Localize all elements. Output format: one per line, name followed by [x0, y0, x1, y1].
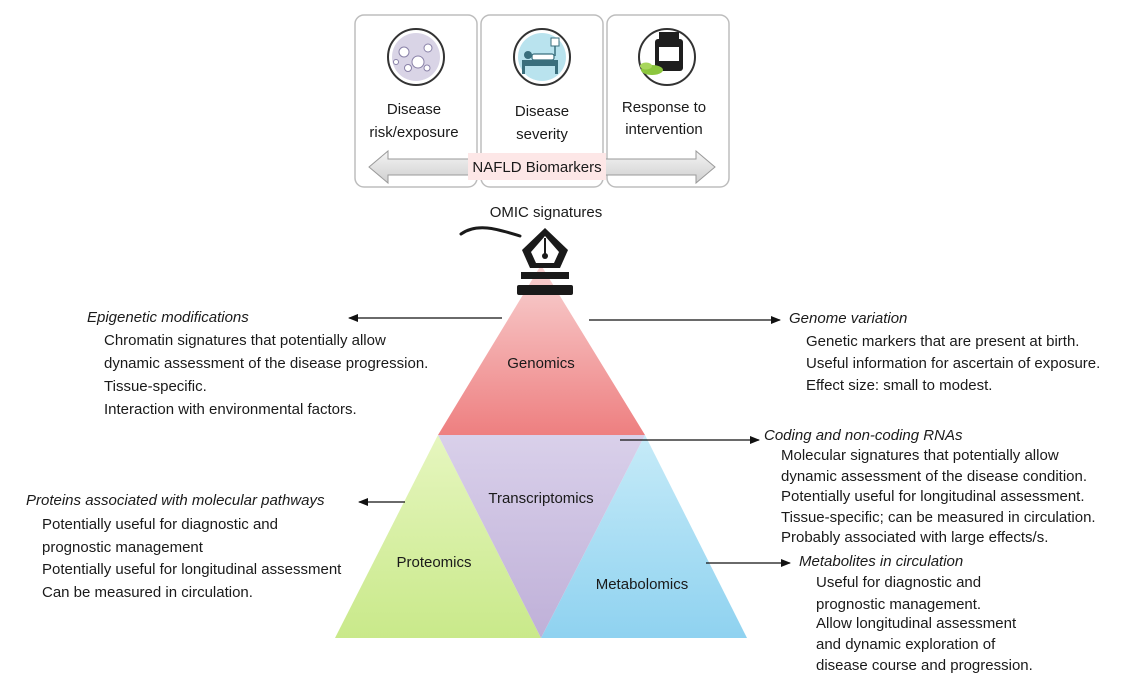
rna-line: dynamic assessment of the disease condit… — [781, 468, 1087, 485]
proteomics-triangle — [335, 435, 541, 638]
card-disease-risk: Disease risk/exposure — [354, 14, 478, 188]
card-risk-line2: risk/exposure — [369, 124, 458, 141]
epigenetic-line: Tissue-specific. — [104, 378, 207, 395]
proteins-line: Can be measured in circulation. — [42, 584, 253, 601]
transcriptomics-label: Transcriptomics — [488, 490, 593, 507]
metabolomics-triangle — [541, 435, 747, 638]
genome-annotation: Genome variation Genetic markers that ar… — [789, 310, 1100, 394]
genomics-label: Genomics — [507, 355, 575, 372]
proteins-annotation: Proteins associated with molecular pathw… — [26, 492, 342, 601]
genomics-triangle — [438, 265, 645, 435]
nafld-banner: NAFLD Biomarkers — [468, 153, 606, 180]
epigenetic-heading: Epigenetic modifications — [87, 309, 249, 326]
banner-label: NAFLD Biomarkers — [472, 159, 601, 176]
proteins-line: Potentially useful for longitudinal asse… — [42, 561, 342, 578]
card-severity-line1: Disease — [515, 103, 569, 120]
genome-line: Genetic markers that are present at birt… — [806, 333, 1079, 350]
card-response-line1: Response to — [622, 99, 706, 116]
epigenetic-line: Chromatin signatures that potentially al… — [104, 332, 386, 349]
medication-icon — [638, 28, 696, 86]
liver-cells-icon — [387, 28, 445, 86]
rna-line: Potentially useful for longitudinal asse… — [781, 488, 1085, 505]
omic-signatures-label: OMIC signatures — [490, 204, 603, 221]
metabolites-line: disease course and progression. — [816, 657, 1033, 674]
card-response-intervention: Response to intervention — [606, 14, 730, 188]
card-response-line2: intervention — [625, 121, 703, 138]
card-severity-line2: severity — [516, 126, 568, 143]
card-disease-severity: Disease severity — [480, 14, 604, 188]
metabolites-heading: Metabolites in circulation — [799, 553, 963, 570]
metabolites-line: and dynamic exploration of — [816, 636, 996, 653]
genome-line: Effect size: small to modest. — [806, 377, 992, 394]
proteins-heading: Proteins associated with molecular pathw… — [26, 492, 325, 509]
epigenetic-line: dynamic assessment of the disease progre… — [104, 355, 428, 372]
proteins-line: prognostic management — [42, 539, 204, 556]
rna-line: Tissue-specific; can be measured in circ… — [781, 509, 1096, 526]
rna-line: Molecular signatures that potentially al… — [781, 447, 1059, 464]
metabolites-line: Useful for diagnostic and — [816, 574, 981, 591]
card-risk-line1: Disease — [387, 101, 441, 118]
rna-annotation: Coding and non-coding RNAs Molecular sig… — [764, 427, 1096, 546]
rna-line: Probably associated with large effects/s… — [781, 529, 1048, 546]
pen-nib-icon — [459, 226, 573, 295]
metabolites-line: Allow longitudinal assessment — [816, 615, 1017, 632]
genome-heading: Genome variation — [789, 310, 907, 327]
metabolomics-label: Metabolomics — [596, 576, 689, 593]
metabolites-annotation: Metabolites in circulation Useful for di… — [799, 553, 1033, 674]
metabolites-line: prognostic management. — [816, 596, 981, 613]
proteomics-label: Proteomics — [396, 554, 471, 571]
transcriptomics-triangle — [438, 435, 645, 638]
rna-heading: Coding and non-coding RNAs — [764, 427, 963, 444]
epigenetic-line: Interaction with environmental factors. — [104, 401, 357, 418]
proteins-line: Potentially useful for diagnostic and — [42, 516, 278, 533]
patient-bed-icon — [513, 28, 571, 86]
epigenetic-annotation: Epigenetic modifications Chromatin signa… — [87, 309, 428, 418]
genome-line: Useful information for ascertain of expo… — [806, 355, 1100, 372]
